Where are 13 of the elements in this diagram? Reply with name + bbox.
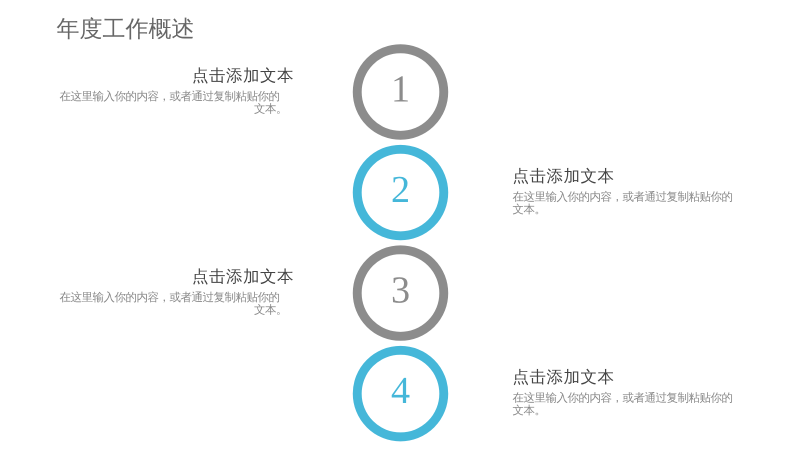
- node-label: 点击添加文本: [191, 267, 294, 286]
- node-label: 在这里输入你的内容，或者通过复制粘贴你的文本。: [512, 189, 732, 216]
- node-circle: 1: [352, 44, 448, 140]
- node-circle: 2: [352, 144, 448, 240]
- node-label: 点击添加文本: [512, 166, 614, 186]
- node-label: 点击添加文本: [191, 66, 294, 86]
- node-label: 点击添加文本: [512, 368, 614, 387]
- node-circle: 3: [352, 245, 448, 341]
- node-label: 在这里输入你的内容，或者通过复制粘贴你的文本。: [512, 390, 732, 418]
- node-label: 在这里输入你的内容，或者通过复制粘贴你的文本。: [58, 290, 287, 317]
- node-circle: 4: [352, 346, 448, 442]
- diagram-title: 年度工作概述: [56, 16, 194, 43]
- node-label: 在这里输入你的内容，或者通过复制粘贴你的文本。: [58, 88, 287, 116]
